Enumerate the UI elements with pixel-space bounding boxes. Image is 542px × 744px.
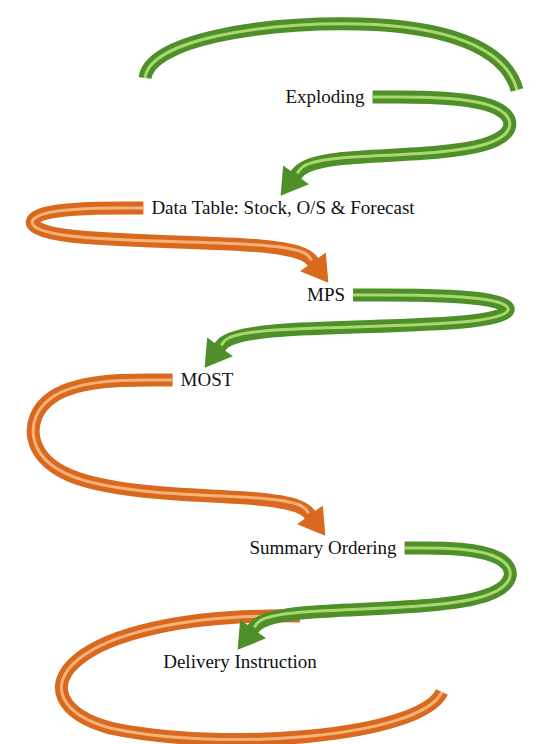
- arrow-highlight: [221, 295, 508, 345]
- step-label: MPS: [299, 280, 353, 311]
- edge-group: [218, 295, 509, 350]
- step-label: Data Table: Stock, O/S & Forecast: [143, 193, 422, 224]
- step-text: MPS: [307, 284, 345, 307]
- step-text: Summary Ordering: [249, 537, 396, 560]
- loop-highlight: [145, 24, 517, 90]
- step-label: Exploding: [277, 82, 372, 113]
- step-text: Exploding: [285, 86, 364, 109]
- edge-group: [33, 380, 312, 518]
- step-label: Summary Ordering: [241, 533, 404, 564]
- flow-arrow: [33, 380, 312, 518]
- arrow-highlight: [33, 380, 309, 513]
- step-text: MOST: [181, 369, 234, 392]
- edge-group: [294, 97, 510, 178]
- step-label: Delivery Instruction: [155, 647, 325, 678]
- step-text: Data Table: Stock, O/S & Forecast: [151, 197, 414, 220]
- edge-group: [251, 548, 511, 632]
- loop-tail: [145, 24, 517, 90]
- flow-arrow: [251, 548, 511, 632]
- step-text: Delivery Instruction: [163, 651, 317, 674]
- arrow-highlight: [254, 548, 510, 627]
- flow-arrow: [218, 295, 509, 350]
- flow-arrow: [294, 97, 510, 178]
- arrow-highlight: [297, 97, 510, 173]
- loop-end: [61, 616, 442, 740]
- loop-highlight: [61, 616, 442, 740]
- step-label: MOST: [173, 365, 242, 396]
